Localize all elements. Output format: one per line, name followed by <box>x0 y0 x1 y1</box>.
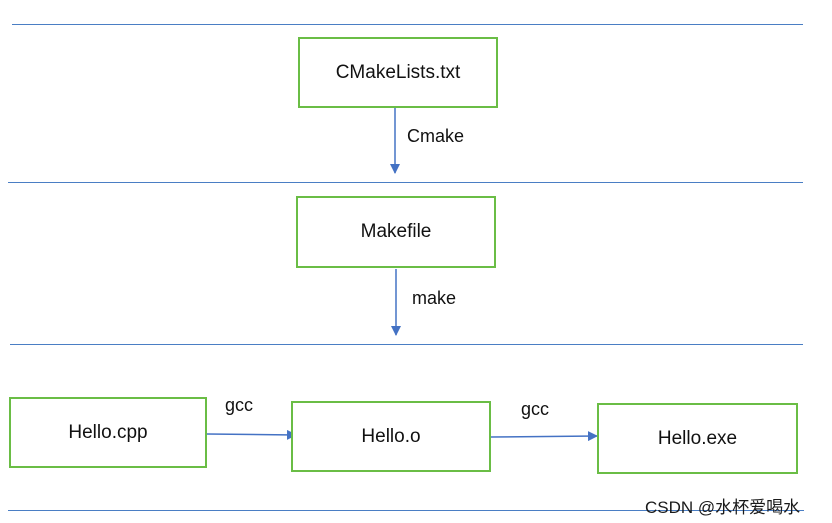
separator-line-4 <box>8 510 804 511</box>
node-makefile-label: Makefile <box>360 221 432 242</box>
node-cmakelists: CMakeLists.txt <box>298 37 498 108</box>
edge-label-make: make <box>412 288 457 308</box>
node-makefile: Makefile <box>296 196 496 268</box>
node-hello-o: Hello.o <box>291 401 491 472</box>
node-hello-cpp: Hello.cpp <box>9 397 207 468</box>
edge-label-cmake: Cmake <box>407 126 465 146</box>
node-cmakelists-label: CMakeLists.txt <box>335 61 461 83</box>
node-hello-exe: Hello.exe <box>597 403 798 474</box>
separator-line-3 <box>10 344 803 345</box>
node-hello-cpp-label: Hello.cpp <box>68 421 148 443</box>
arrow-gcc-compile <box>206 429 297 440</box>
node-hello-exe-label: Hello.exe <box>657 427 738 449</box>
edge-label-gcc-compile: gcc <box>225 395 254 415</box>
arrow-gcc-link <box>490 431 598 442</box>
separator-line-2 <box>8 182 803 183</box>
node-hello-o-label: Hello.o <box>361 425 421 447</box>
watermark-text: CSDN @水杯爱喝水 <box>645 498 801 517</box>
separator-line-1 <box>12 24 803 25</box>
edge-label-gcc-link: gcc <box>521 399 550 419</box>
